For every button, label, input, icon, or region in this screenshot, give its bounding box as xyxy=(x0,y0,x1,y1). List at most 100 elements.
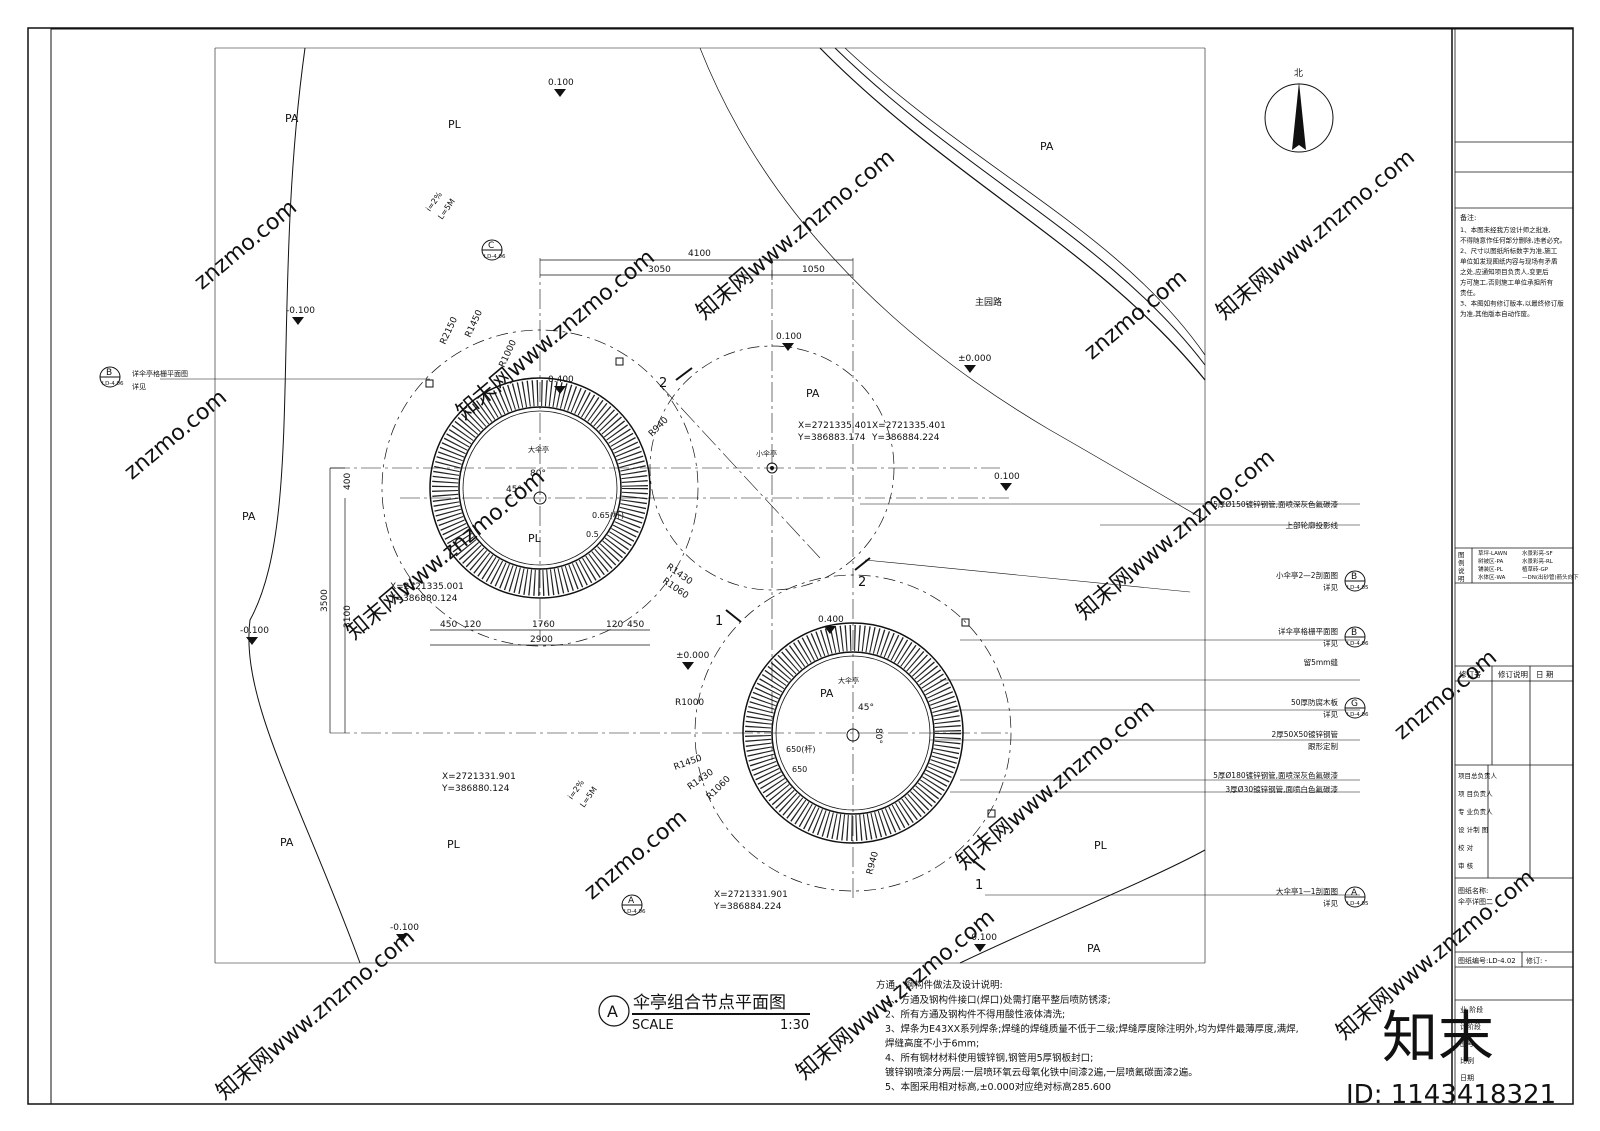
legend-item: —DN(出砂管)箭头向下 xyxy=(1522,573,1579,581)
watermark-text: 知末网www.znzmo.com xyxy=(452,245,660,425)
pavilion-name: 小伞亭 xyxy=(756,449,777,458)
zone-label: PL xyxy=(1094,839,1108,852)
dim-text: 3500 xyxy=(320,589,330,612)
elevation-value: -0.100 xyxy=(390,923,419,933)
callout-text: 大伞亭1—1剖面图 xyxy=(1276,886,1338,896)
title-block-row: 比例 xyxy=(1460,1056,1474,1065)
section-number: 2 xyxy=(858,575,866,590)
remarks-line: 为准,其他版本自动作废。 xyxy=(1460,309,1534,318)
radius-label: R1000 xyxy=(675,698,704,708)
watermark-text: 知末网www.znzmo.com xyxy=(1072,445,1280,625)
callout-text: 3厚Ø30镀锌钢管,面喷白色氟碳漆 xyxy=(1225,784,1338,794)
coordinate-x: X=2721335.401 xyxy=(872,421,946,431)
scale-value: 1:30 xyxy=(780,1018,809,1033)
zone-label: PL xyxy=(447,838,461,851)
remarks-line: 方可施工,否则施工单位承担所有 xyxy=(1460,278,1554,287)
title-block-row: 图号 xyxy=(1460,1040,1474,1048)
detail-mark-circle xyxy=(598,995,630,1027)
role-label: 项 目负责人 xyxy=(1458,789,1493,798)
notes-item: 3、焊条为E43XX系列焊条;焊缝的焊缝质量不低于二级;焊缝厚度除注明外,均为焊… xyxy=(885,1023,1299,1035)
elevation-marker xyxy=(824,626,836,634)
zone-label: PA xyxy=(242,510,256,523)
elevation-marker xyxy=(682,662,694,670)
callout-ref-sheet: LD-4.05 xyxy=(1347,585,1369,591)
misc-dim: 0.65(杆) xyxy=(592,510,624,520)
callout-leaders xyxy=(160,378,1360,896)
elevation-marker xyxy=(292,317,304,325)
axis-diag-1 xyxy=(659,384,821,559)
zone-label: PA xyxy=(806,387,820,400)
callout-ref-sheet: LD-4.05 xyxy=(1347,901,1369,907)
detail-mark-letter: A xyxy=(607,1002,618,1021)
elevation-value: 0.400 xyxy=(548,375,574,385)
coordinate-y: Y=386880.124 xyxy=(441,784,510,794)
elevation-marker xyxy=(554,89,566,97)
section-number: 1 xyxy=(975,878,983,893)
coordinate-x: X=2721335.001 xyxy=(390,582,464,592)
callout-text: 详伞亭格栅平面图 xyxy=(1278,626,1338,636)
callout-sub: 详见 xyxy=(132,382,146,391)
callout-ref-letter: G xyxy=(1351,699,1358,709)
radius-label: R940 xyxy=(865,850,881,875)
watermark-text: 知末网www.znzmo.com xyxy=(1212,145,1420,325)
role-label: 审 核 xyxy=(1458,861,1474,870)
callout-text: 小伞亭2—2剖面图 xyxy=(1276,570,1338,580)
revision-header: 日 期 xyxy=(1536,670,1553,679)
notes-item: 5、本图采用相对标高,±0.000对应绝对标高285.600 xyxy=(885,1081,1111,1093)
section-number: 1 xyxy=(715,614,723,629)
dim-text: 2900 xyxy=(530,635,553,645)
watermark-text: 知末网www.znzmo.com xyxy=(342,465,550,645)
dim-text: 450 xyxy=(627,620,644,630)
legend-item: 植草砖-GP xyxy=(1522,565,1549,573)
callout-text: 50厚防腐木板 xyxy=(1291,697,1339,707)
radius-label: R2150 xyxy=(439,315,461,346)
elevation-value: -0.100 xyxy=(286,306,315,316)
watermark-layer: znzmo.com 知末网www.znzmo.com 知末网www.znzmo.co… xyxy=(120,145,1556,1110)
elevation-marker xyxy=(974,944,986,952)
legend-item: 水景彩亮-SF xyxy=(1522,549,1553,557)
callout-text: 留5mm缝 xyxy=(1304,657,1339,667)
watermark-text: znzmo.com xyxy=(580,805,692,905)
misc-dim: 650(杆) xyxy=(786,744,816,754)
section-ref-letter: C xyxy=(488,241,494,251)
angle-label: 45° xyxy=(858,703,874,713)
pavilion-name: 大伞亭 xyxy=(838,676,859,685)
left-callout-ref-letter: B xyxy=(106,368,112,378)
angle-label: 45° xyxy=(506,485,522,495)
zone-label: PA xyxy=(820,687,834,700)
elevation-marker xyxy=(964,365,976,373)
zone-label: PA xyxy=(1040,140,1054,153)
dim-text: 3100 xyxy=(343,605,353,628)
zone-label: PA xyxy=(280,836,294,849)
left-boundary-curve xyxy=(248,47,361,964)
dim-text: 1760 xyxy=(532,620,555,630)
section-ref-letter: A xyxy=(628,896,635,906)
left-callout-ref-sheet: LD-4.06 xyxy=(102,381,124,387)
road-edge-curve-2 xyxy=(834,47,1206,366)
legend-item: 水体区-WA xyxy=(1478,573,1506,581)
callout-text: 上部轮廓投影线 xyxy=(1286,520,1339,530)
elevation-marker xyxy=(246,637,258,645)
drawing-title: 伞亭组合节点平面图 xyxy=(633,993,786,1013)
notes-item: 4、所有钢材材料使用镀锌钢,钢管用5厚钢板封口; xyxy=(885,1052,1093,1064)
section-cut-1-left xyxy=(725,609,742,623)
notes-item: 2、所有方通及钢构件不得用酸性液体清洗; xyxy=(885,1009,1065,1021)
callout-sub: 详见 xyxy=(1323,709,1339,719)
elevation-marker xyxy=(396,934,408,942)
elevation-marker xyxy=(1000,483,1012,491)
id-watermark: ID: 1143418321 xyxy=(1346,1080,1556,1110)
legend-item: 水景彩亮-RL xyxy=(1522,557,1554,565)
remarks-line: 1、本图未经我方设计师之批准, xyxy=(1460,225,1551,234)
pavilion-1-post xyxy=(615,357,624,366)
watermark-text: znzmo.com xyxy=(1390,645,1502,745)
legend-item: 树被区-PA xyxy=(1478,557,1503,565)
elevation-value: -0.100 xyxy=(968,933,997,943)
callout-text: 5厚Ø180镀锌钢管,面喷深灰色氟碳漆 xyxy=(1213,770,1338,780)
callout-ref-letter: B xyxy=(1351,572,1357,582)
callout-ref-sheet: LD-4.06 xyxy=(1347,641,1369,647)
coordinate-y: Y=386884.224 xyxy=(713,902,782,912)
radius-label: R1450 xyxy=(464,308,486,339)
elevation-value: ±0.000 xyxy=(676,651,710,661)
